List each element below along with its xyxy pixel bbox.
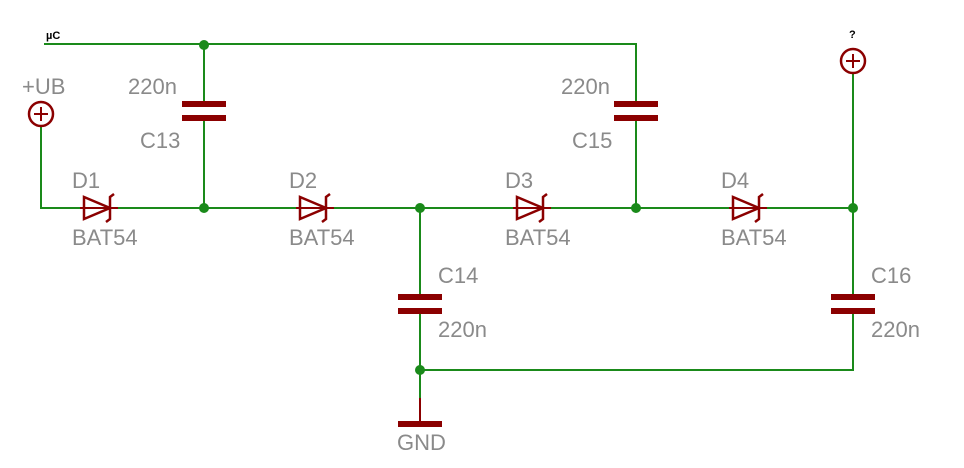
diode-d3-name: D3 [505,168,533,193]
schottky-bar-icon [754,193,764,223]
diode-d2: D2 BAT54 [289,168,355,250]
plus-circle-icon [27,100,55,128]
capacitor-c16-name: C16 [871,263,911,288]
supply-ub-label: +UB [22,74,65,99]
junction-c15-rail [631,203,641,213]
diode-d1: D1 BAT54 [72,168,138,250]
diode-triangle-icon [82,195,114,221]
diode-d4-name: D4 [721,168,749,193]
output-supply-symbol: ? [839,29,867,75]
capacitor-c15-value: 220n [561,74,610,99]
capacitor-c15-name: C15 [572,128,612,153]
capacitor-c13: 220n C13 [128,74,226,153]
capacitor-c14-value: 220n [438,317,487,342]
schottky-bar-icon [538,193,548,223]
capacitor-c16-value: 220n [871,317,920,342]
supply-ub-symbol: +UB [22,74,65,128]
diode-d3: D3 BAT54 [505,168,571,250]
diode-d4: D4 BAT54 [721,168,787,250]
output-net-label: ? [849,29,856,41]
capacitor-c14-name: C14 [438,263,478,288]
diode-d1-value: BAT54 [72,225,138,250]
junctions [199,40,858,375]
diode-d4-value: BAT54 [721,225,787,250]
wire-ub-to-d1 [40,127,80,209]
junction-uc-c13 [199,40,209,50]
schottky-bar-icon [105,193,115,223]
diode-d3-value: BAT54 [505,225,571,250]
plus-circle-icon [839,47,867,75]
schottky-bar-icon [321,193,331,223]
junction-output-rail [848,203,858,213]
wire-uc-net [44,43,637,102]
capacitor-c16: C16 220n [831,263,920,342]
uc-net-label: µC [46,30,60,42]
diode-triangle-icon [731,195,763,221]
diode-triangle-icon [515,195,547,221]
junction-c13-rail [199,203,209,213]
capacitor-c13-value: 220n [128,74,177,99]
capacitor-c14: C14 220n [398,263,487,342]
diode-d2-name: D2 [289,168,317,193]
capacitor-c13-name: C13 [140,128,180,153]
diode-d2-value: BAT54 [289,225,355,250]
diode-triangle-icon [298,195,330,221]
ground-symbol: GND [397,398,446,455]
junction-gnd-rail [415,365,425,375]
ground-label: GND [397,430,446,455]
wire-c16-gnd [420,313,854,371]
capacitor-c15: 220n C15 [561,74,658,153]
junction-c14-rail [415,203,425,213]
diode-d1-name: D1 [72,168,100,193]
